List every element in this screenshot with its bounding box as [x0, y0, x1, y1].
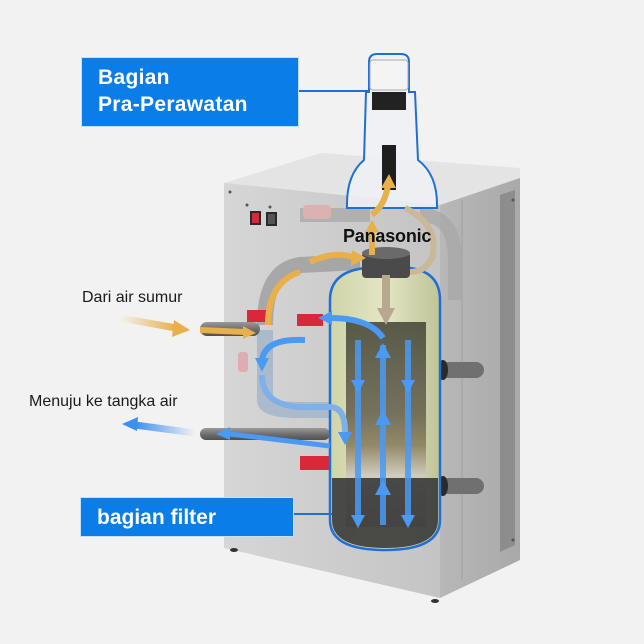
filter-label: bagian filter [80, 497, 294, 537]
pretreatment-cartridge [345, 53, 439, 209]
pretreatment-label-line2: Pra-Perawatan [98, 93, 248, 116]
inflow-arrows [119, 174, 437, 339]
outflow-arrows [122, 311, 415, 528]
pretreatment-label: Bagian Pra-Perawatan [81, 57, 299, 127]
inlet-caption: Dari air sumur [82, 289, 183, 306]
brand-logo: Panasonic [343, 226, 432, 246]
outlet-pipe [200, 428, 330, 470]
power-switches [250, 211, 277, 226]
pretreatment-label-line1: Bagian [98, 66, 170, 89]
outlet-caption: Menuju ke tangka air [29, 393, 178, 410]
side-pipes [438, 360, 484, 496]
